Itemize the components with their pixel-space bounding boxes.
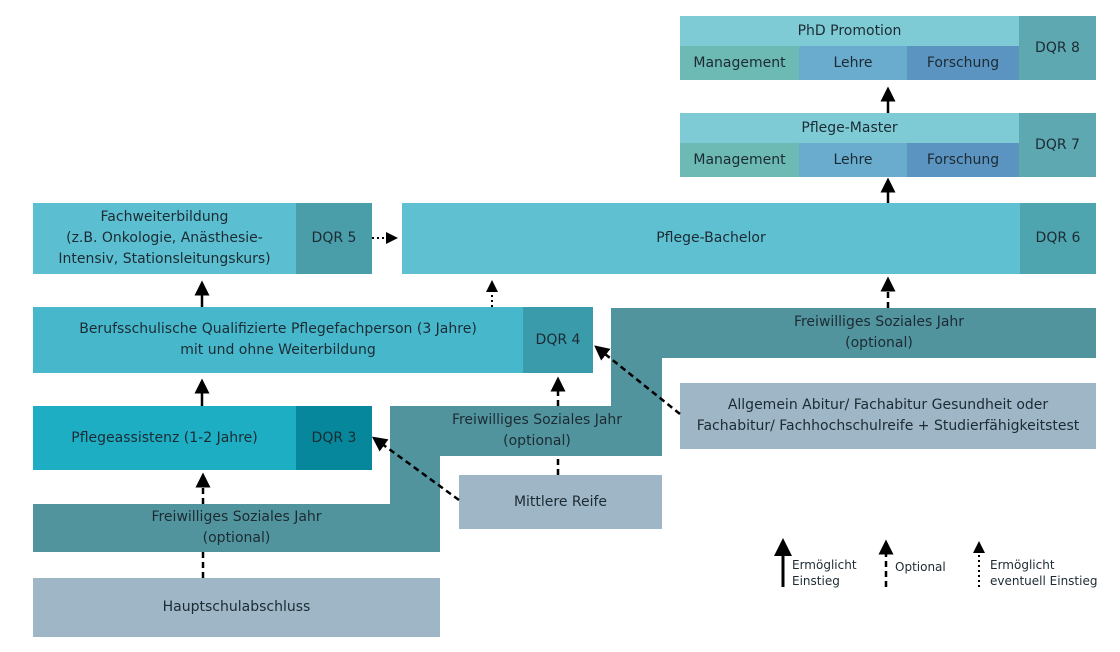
master-management: Management [680,143,799,177]
master-block: Pflege-Master Management Lehre Forschung… [680,113,1096,177]
fsj-label-middle: Freiwilliges Soziales Jahr (optional) [451,412,623,449]
fsj-label-right: Freiwilliges Soziales Jahr (optional) [793,314,965,351]
dqr5-label: DQR 5 [296,203,372,274]
phd-lehre: Lehre [799,46,907,80]
legend-dashed-text: Optional [895,560,946,574]
legend-solid-text: Ermöglicht Einstieg [792,558,857,588]
abitur-block: Allgemein Abitur/ Fachabitur Gesundheit … [680,383,1096,449]
mittlere-reife-block: Mittlere Reife [459,475,662,529]
master-lehre: Lehre [799,143,907,177]
phd-block: PhD Promotion Management Lehre Forschung… [680,16,1096,80]
hauptschule-block: Hauptschulabschluss [33,578,440,637]
berufsschule-block: Berufsschulische Qualifizierte Pflegefac… [33,307,593,373]
master-forschung: Forschung [907,143,1019,177]
fsj-band-lower [33,308,1096,552]
phd-forschung: Forschung [907,46,1019,80]
legend-dotted-text: Ermöglicht eventuell Einstieg [990,558,1098,588]
phd-management: Management [680,46,799,80]
phd-title: PhD Promotion [680,16,1019,46]
fsj-label-left: Freiwilliges Soziales Jahr (optional) [151,509,322,546]
dqr7-label: DQR 7 [1019,113,1096,177]
fachweiterbildung-block: Fachweiterbildung (z.B. Onkologie, Anäst… [33,203,372,274]
dqr4-label: DQR 4 [523,307,593,373]
master-title: Pflege-Master [680,113,1019,143]
dqr6-label: DQR 6 [1020,203,1096,274]
fachweiterbildung-text: Fachweiterbildung (z.B. Onkologie, Anäst… [58,209,271,267]
dqr8-label: DQR 8 [1019,16,1096,80]
pflegeassistenz-text: Pflegeassistenz (1-2 Jahre) [71,429,258,446]
arrow-mittlere-dqr3 [371,436,460,502]
pflegeassistenz-block: Pflegeassistenz (1-2 Jahre) DQR 3 [33,406,372,470]
bachelor-block: Pflege-Bachelor DQR 6 [402,203,1096,274]
dqr3-label: DQR 3 [296,406,372,470]
arrow-abitur-dqr4 [594,345,681,415]
bachelor-title: Pflege-Bachelor [656,230,766,246]
berufsschule-text: Berufsschulische Qualifizierte Pflegefac… [79,321,477,358]
